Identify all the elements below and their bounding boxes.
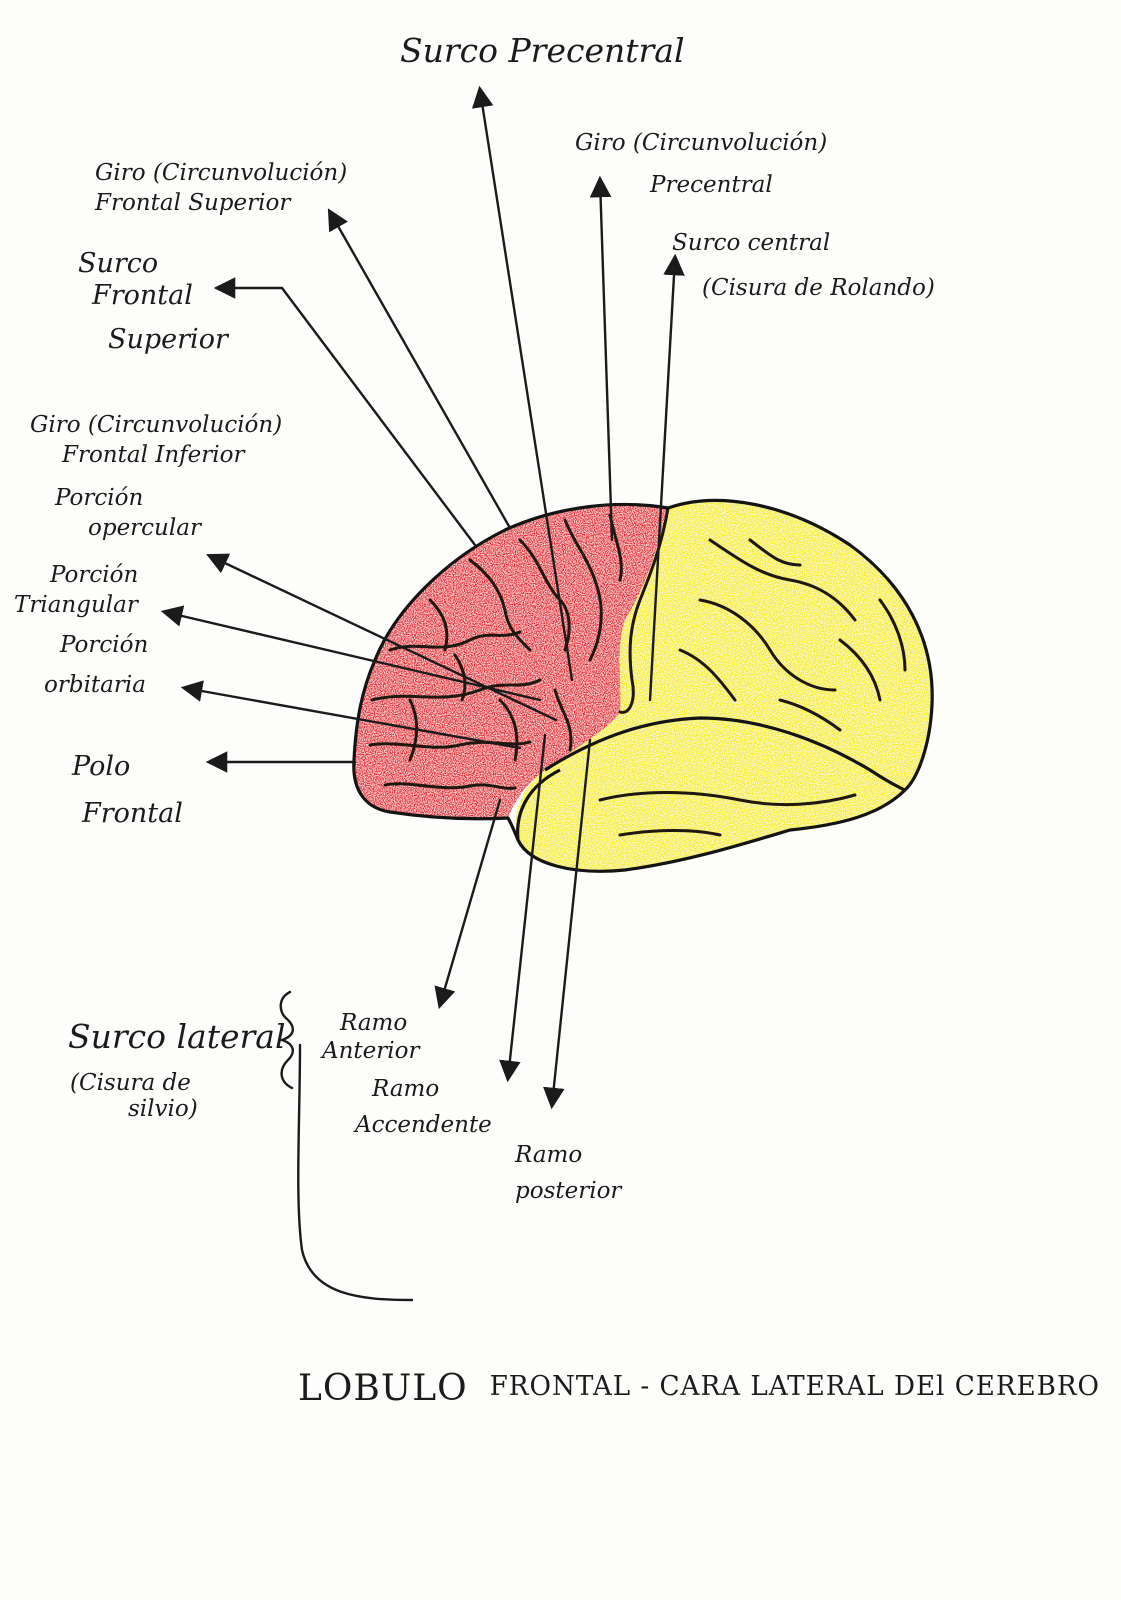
label-porcion-triangular-line2: Triangular [14, 592, 140, 618]
leader-lines [160, 85, 685, 1302]
title-part1: LOBULO [298, 1368, 468, 1409]
leader-ramo-ascendente [499, 733, 547, 1083]
label-surco-lateral-line2: (Cisura de [70, 1070, 191, 1096]
label-polo-frontal-line2: Frontal [81, 798, 183, 829]
label-surco-frontal-superior-line1: Surco [78, 248, 158, 279]
page-title: LOBULO FRONTAL - CARA LATERAL DEl CEREBR… [298, 1368, 1100, 1409]
label-porcion-triangular-line1: Porción [49, 562, 138, 588]
leader-surco-frontal-superior [213, 277, 477, 547]
label-giro-frontal-inferior-line2: Frontal Inferior [61, 442, 246, 468]
label-ramo-anterior-line1: Ramo [339, 1010, 407, 1036]
leader-giro-precentral [589, 175, 614, 542]
label-ramo-ascendente-line2: Accendente [353, 1112, 492, 1138]
temporal-lobe-lower-outline [516, 768, 561, 841]
brain-outline [352, 498, 934, 873]
label-porcion-orbitaria-line2: orbitaria [44, 672, 146, 698]
label-ramo-posterior-line1: Ramo [514, 1142, 582, 1168]
title-part2: FRONTAL - CARA LATERAL DEl CEREBRO [490, 1371, 1100, 1402]
leader-giro-frontal-superior [327, 208, 512, 530]
leader-porcion-opercular [206, 553, 558, 722]
label-porcion-orbitaria-line1: Porción [59, 632, 148, 658]
leader-porcion-orbitaria [180, 680, 522, 750]
label-surco-precentral: Surco Precentral [400, 31, 685, 70]
leader-ramo-anterior [434, 798, 502, 1010]
frontal-lobe-region [353, 504, 668, 819]
label-surco-central-line2: (Cisura de Rolando) [702, 275, 935, 301]
label-polo-frontal-line1: Polo [71, 751, 130, 782]
leader-surco-precentral [471, 85, 574, 682]
surco-lateral-brace [278, 990, 294, 1090]
leader-surco-central [648, 253, 685, 702]
brain-illustration [352, 498, 934, 873]
posterior-sulci [598, 506, 907, 837]
temporal-lobe-outline [544, 716, 906, 792]
label-giro-precentral-line1: Giro (Circunvolución) [575, 130, 827, 156]
labels: Surco Precentral Giro (Circunvolución) F… [14, 31, 935, 1204]
surco-lateral-bracket-line [297, 1043, 414, 1302]
label-surco-central-line1: Surco central [672, 230, 830, 256]
leader-ramo-posterior [543, 738, 592, 1110]
label-surco-lateral-line1: Surco lateral [68, 1017, 286, 1056]
label-giro-precentral-line2: Precentral [649, 172, 773, 198]
label-surco-frontal-superior-line3: Superior [108, 324, 230, 355]
label-ramo-anterior-line2: Anterior [320, 1038, 421, 1064]
label-giro-frontal-inferior-line1: Giro (Circunvolución) [30, 412, 282, 438]
label-giro-frontal-superior-line1: Giro (Circunvolución) [95, 160, 347, 186]
label-surco-frontal-superior-line2: Frontal [91, 280, 193, 311]
leader-porcion-triangular [160, 605, 542, 702]
label-porcion-opercular-line1: Porción [54, 485, 143, 511]
label-porcion-opercular-line2: opercular [88, 515, 203, 541]
label-giro-frontal-superior-line2: Frontal Superior [94, 190, 292, 216]
label-ramo-posterior-line2: posterior [515, 1178, 623, 1204]
label-surco-lateral-line3: silvio) [128, 1096, 198, 1122]
label-ramo-ascendente-line1: Ramo [371, 1076, 439, 1102]
